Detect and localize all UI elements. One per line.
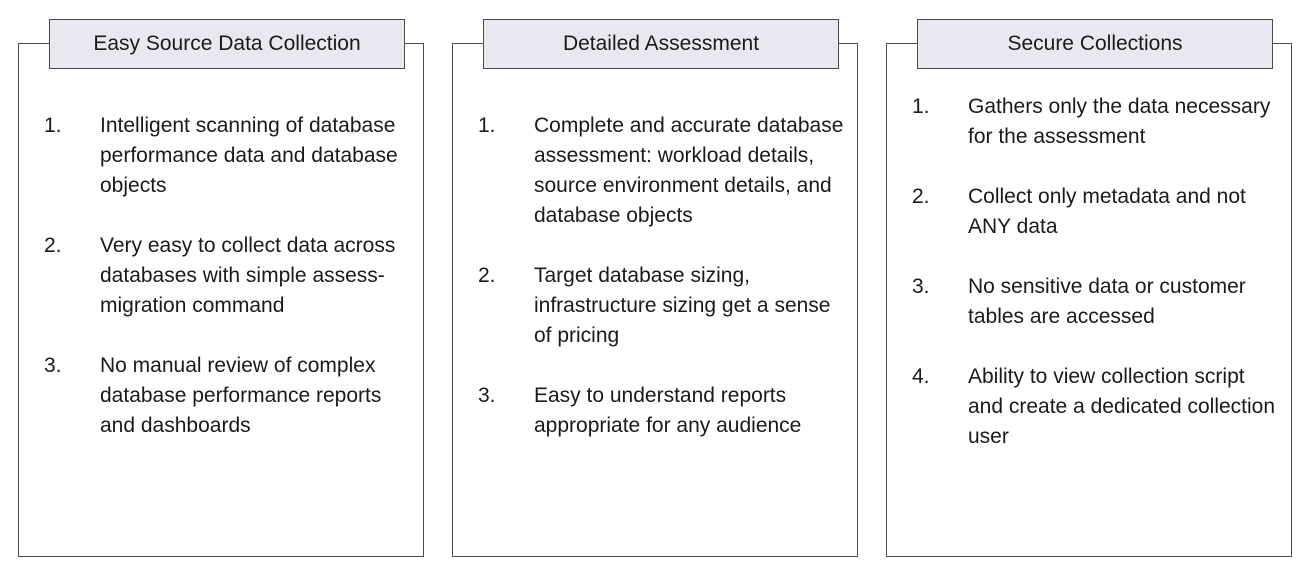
item-text: No manual review of complex database per… — [100, 354, 382, 437]
panel-title: Easy Source Data Collection — [49, 19, 405, 69]
panel-secure-collections: Secure Collections 1. Gathers only the d… — [886, 19, 1292, 557]
list-item: 3. No manual review of complex database … — [44, 351, 411, 441]
item-number: 3. — [44, 354, 62, 377]
item-text: Very easy to collect data across databas… — [100, 234, 396, 317]
item-number: 1. — [44, 114, 62, 137]
panel-easy-source-data-collection: Easy Source Data Collection 1. Intellige… — [18, 19, 424, 557]
list-item: 2. Target database sizing, infrastructur… — [478, 261, 845, 351]
list-item: 1. Gathers only the data necessary for t… — [912, 92, 1279, 152]
item-text: Ability to view collection script and cr… — [968, 365, 1276, 448]
list-item: 3. Easy to understand reports appropriat… — [478, 381, 845, 441]
item-number: 1. — [478, 114, 496, 137]
list-item: 4. Ability to view collection script and… — [912, 362, 1279, 452]
item-text: Intelligent scanning of database perform… — [100, 114, 398, 197]
list-item: 3. No sensitive data or customer tables … — [912, 272, 1279, 332]
item-text: Collect only metadata and not ANY data — [968, 185, 1246, 238]
item-number: 4. — [912, 365, 930, 388]
list-item: 1. Complete and accurate database assess… — [478, 111, 845, 231]
item-list: 1. Gathers only the data necessary for t… — [912, 92, 1279, 482]
item-number: 2. — [912, 185, 930, 208]
item-number: 3. — [478, 384, 496, 407]
panel-title: Detailed Assessment — [483, 19, 839, 69]
item-text: Easy to understand reports appropriate f… — [534, 384, 802, 437]
list-item: 2. Very easy to collect data across data… — [44, 231, 411, 321]
panel-detailed-assessment: Detailed Assessment 1. Complete and accu… — [452, 19, 858, 557]
item-list: 1. Complete and accurate database assess… — [478, 111, 845, 471]
item-text: Complete and accurate database assessmen… — [534, 114, 844, 227]
item-text: No sensitive data or customer tables are… — [968, 275, 1246, 328]
list-item: 2. Collect only metadata and not ANY dat… — [912, 182, 1279, 242]
item-number: 3. — [912, 275, 930, 298]
item-list: 1. Intelligent scanning of database perf… — [44, 111, 411, 471]
item-text: Target database sizing, infrastructure s… — [534, 264, 831, 347]
item-number: 2. — [44, 234, 62, 257]
list-item: 1. Intelligent scanning of database perf… — [44, 111, 411, 201]
item-number: 1. — [912, 95, 930, 118]
item-text: Gathers only the data necessary for the … — [968, 95, 1271, 148]
item-number: 2. — [478, 264, 496, 287]
panel-title: Secure Collections — [917, 19, 1273, 69]
